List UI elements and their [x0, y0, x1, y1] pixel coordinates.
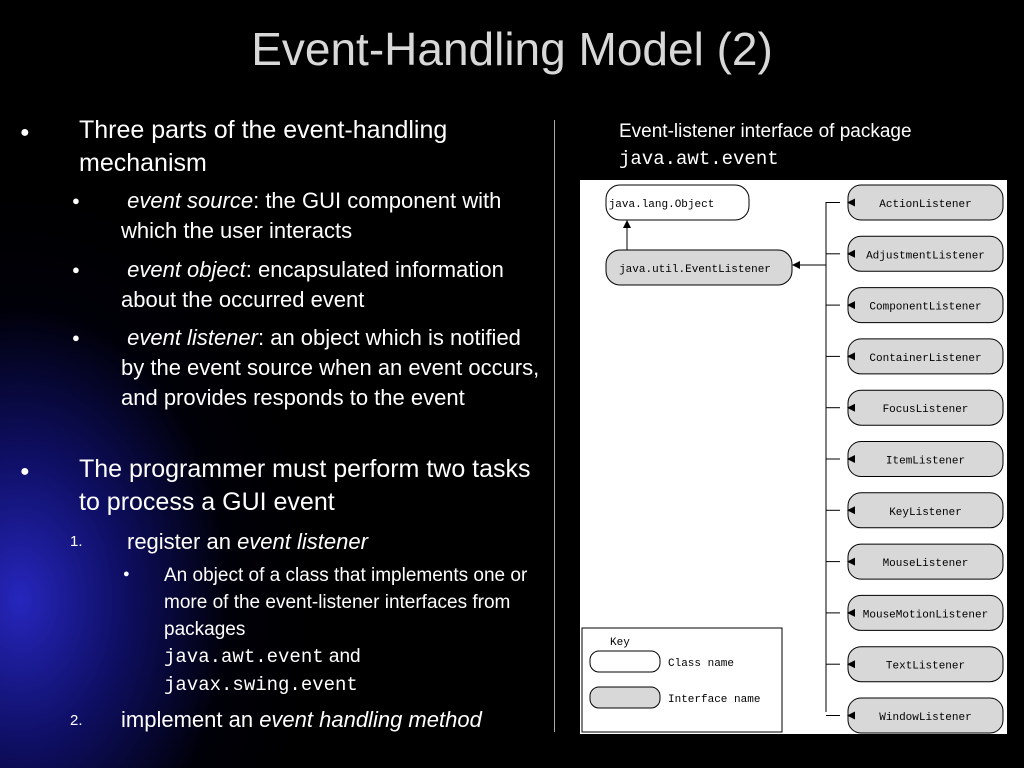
connector-arrowhead — [847, 301, 855, 310]
sub-bullet-event-object: event object: encapsulated information a… — [121, 255, 546, 315]
term-event-listener: event listener — [237, 529, 368, 554]
bullet-icon: ● — [20, 124, 30, 141]
class-hierarchy-diagram: java.lang.Object java.util.EventListener A… — [580, 180, 1007, 734]
desc-event-listener: : an object which is notified by the eve… — [121, 325, 540, 410]
task-2: implement an event handling method — [121, 707, 482, 732]
key-interface-label: Interface name — [668, 694, 760, 706]
task-1-detail: An object of a class that implements one… — [164, 565, 528, 696]
term-event-handling-method: event handling method — [259, 707, 482, 732]
list-number: 1. — [70, 533, 83, 550]
sub-bullet-event-listener: event listener: an object which is notif… — [121, 323, 546, 413]
key-title: Key — [610, 637, 630, 649]
caption-package: java.awt.event — [619, 148, 779, 170]
connector-arrowhead — [847, 198, 855, 207]
interface-label-textlistener: TextListener — [886, 661, 965, 673]
inheritance-arrowhead — [623, 220, 631, 228]
bullet-2: The programmer must perform two tasks to… — [79, 455, 531, 516]
connector-arrowhead — [847, 249, 855, 258]
list-number: 2. — [70, 712, 83, 729]
interface-label-keylistener: KeyListener — [889, 507, 962, 519]
interface-box-java-util-eventlistener — [605, 249, 793, 286]
bullet-icon: ● — [72, 193, 80, 208]
bullet-icon: ● — [72, 330, 80, 345]
interface-label-componentlistener: ComponentListener — [869, 302, 981, 314]
connector-arrowhead — [847, 455, 855, 463]
interface-label-mousemotionlistener: MouseMotionListener — [863, 609, 988, 621]
interface-label-windowlistener: WindowListener — [879, 712, 971, 724]
interface-label-containerlistener: ContainerListener — [869, 353, 981, 365]
term-event-source: event source — [127, 188, 254, 213]
connector-arrowhead — [847, 506, 855, 515]
connector-arrowhead — [847, 352, 855, 361]
interface-label-actionlistener: ActionListener — [879, 199, 971, 211]
connector-arrowhead — [847, 608, 855, 617]
desc-event-source: : the GUI component with which the user … — [121, 188, 502, 243]
term-event-object: event object — [127, 257, 246, 282]
bullet-icon: ● — [72, 262, 80, 277]
sub-bullet-event-source: event source: the GUI component with whi… — [121, 186, 546, 246]
class-box-java-lang-object — [605, 184, 750, 221]
connector-arrowhead — [847, 660, 855, 669]
term-event-listener: event listener — [127, 325, 258, 350]
column-divider — [554, 120, 555, 732]
key-interface-sample — [589, 686, 661, 709]
key-class-sample — [589, 650, 661, 673]
key-class-label: Class name — [668, 658, 734, 670]
package-name: javax.swing.event — [164, 674, 358, 696]
connector-arrowhead — [847, 403, 855, 412]
desc-event-object: : encapsulated information about the occ… — [121, 257, 504, 312]
interface-label-java-util-eventlistener: java.util.EventListener — [619, 264, 771, 276]
interface-label-focuslistener: FocusListener — [883, 404, 969, 416]
bullet-1: Three parts of the event-handling mechan… — [79, 116, 448, 177]
package-name: java.awt.event — [164, 646, 324, 668]
task-1: register an event listener — [127, 529, 368, 554]
bullet-icon: ● — [123, 568, 130, 580]
interface-label-adjustmentlistener: AdjustmentListener — [866, 250, 985, 262]
interface-label-itemlistener: ItemListener — [886, 456, 965, 468]
class-label-java-lang-object: java.lang.Object — [609, 199, 715, 211]
diagram-caption: Event-listener interface of package java… — [619, 121, 912, 170]
interface-label-mouselistener: MouseListener — [883, 558, 969, 570]
slide-title: Event-Handling Model (2) — [251, 23, 773, 75]
connector-arrowhead — [792, 261, 800, 269]
key-box — [581, 627, 783, 733]
connector-arrowhead — [847, 711, 855, 720]
connector-arrowhead — [847, 557, 855, 566]
bullet-icon: ● — [20, 463, 30, 480]
diagram-canvas: java.lang.Object java.util.EventListener A… — [581, 184, 1004, 734]
